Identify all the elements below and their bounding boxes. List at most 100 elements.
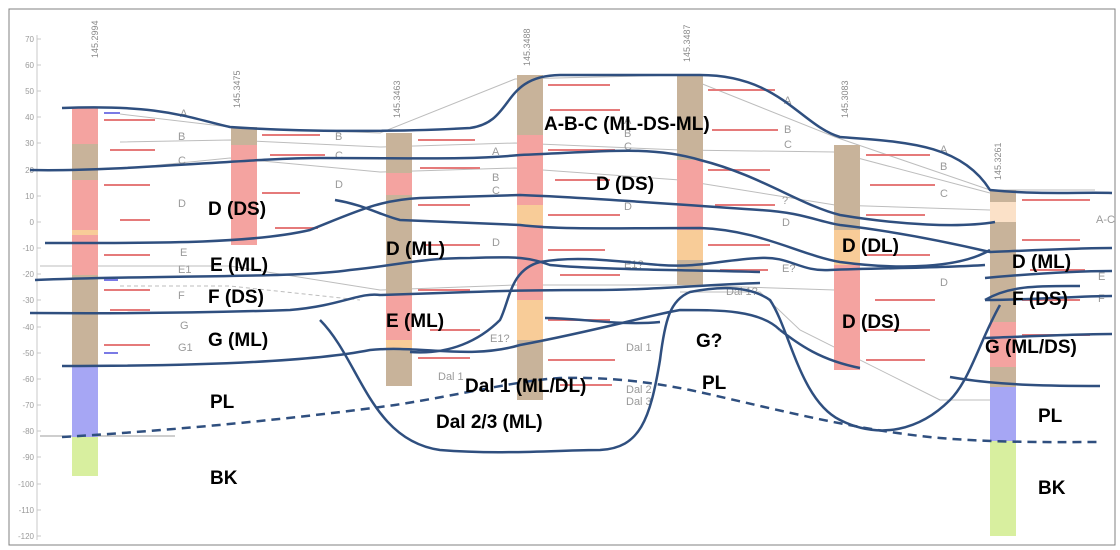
correlation-line-g-deep (319, 286, 1002, 454)
axis-tick-label: 70 (25, 35, 34, 44)
bed-letter: F (1098, 293, 1105, 305)
bed-letter: F (178, 290, 185, 302)
bed-letter: A (624, 115, 632, 127)
axis-tick: -110 (19, 506, 41, 515)
bed-letter: C (492, 185, 500, 197)
core-145-3261: 145.3261 A-C E F (990, 142, 1115, 536)
correlation-line-f-lower-right (984, 284, 1081, 302)
correlation-line-c-d (29, 149, 996, 227)
unit-label: G (ML) (208, 330, 268, 351)
unit-label: E (ML) (386, 311, 444, 332)
axis-tick: -20 (22, 270, 41, 279)
correlation-line-g-mid (779, 328, 861, 370)
unit-label: F (DS) (208, 287, 264, 308)
core-id-label: 145.3488 (522, 28, 532, 66)
unit-label: A-B-C (ML-DS-ML) (544, 114, 710, 135)
bed-letter: E1 (178, 264, 191, 276)
bed-letter: A-C (1096, 214, 1115, 226)
bed-letter: B (492, 172, 499, 184)
bed-letter: D (940, 277, 948, 289)
correlation-line-dal1-mid (544, 316, 661, 325)
bed-letter: E1? (490, 333, 510, 345)
bed-letter: G (180, 320, 189, 332)
bed-letter: D (492, 237, 500, 249)
axis-tick-label: -30 (22, 296, 34, 305)
correlation-line-d-ds-base (44, 193, 1113, 254)
axis-tick-label: 30 (25, 139, 34, 148)
axis-tick-label: -40 (22, 323, 34, 332)
core-id-label: 145.3463 (392, 80, 402, 118)
axis-tick-label: 60 (25, 61, 34, 70)
core-id-label: 145.3475 (232, 70, 242, 108)
axis-tick-label: -10 (22, 244, 34, 253)
axis-tick-label: -60 (22, 375, 34, 384)
core-145-3083: 145.3083 A B C D (834, 80, 948, 370)
axis-tick: 40 (25, 113, 41, 122)
unit-label: Dal 1 (ML/DL) (465, 376, 586, 397)
bed-letter: A (784, 95, 792, 107)
axis-tick: 0 (30, 218, 41, 227)
bed-letter: G1 (178, 342, 193, 354)
bed-letter: Dal 3 (626, 396, 652, 408)
axis-tick: -40 (22, 323, 41, 332)
bed-letter: Dal 2 (626, 384, 652, 396)
bed-letter: D (178, 198, 186, 210)
bed-letter: E? (782, 263, 795, 275)
axis-tick-label: 10 (25, 192, 34, 201)
unit-label: D (DS) (842, 312, 900, 333)
bed-letter: B (335, 131, 342, 143)
axis-tick: 60 (25, 61, 41, 70)
pl-bk-dashed-contact (61, 376, 1101, 444)
axis-tick: -30 (22, 296, 41, 305)
correlation-line-g-top (61, 308, 781, 368)
unit-label: BK (210, 468, 238, 489)
bed-letter: D (624, 201, 632, 213)
bed-letter: A (180, 108, 188, 120)
axis-tick: -60 (22, 375, 41, 384)
bed-letter: Dal 1 (626, 342, 652, 354)
bed-letter: B (784, 124, 791, 136)
axis-tick: 10 (25, 192, 41, 201)
unit-label: D (DS) (208, 199, 266, 220)
axis-tick-label: 0 (30, 218, 35, 227)
correlation-line-f-right (984, 269, 1113, 280)
depth-axis: 70 60 50 40 30 20 10 0 -10 -20 -30 -40 -… (18, 35, 41, 541)
core-145-2994: 145.2994 A B C D E E1 F G G1 (72, 20, 193, 476)
axis-tick-label: -90 (22, 453, 34, 462)
core-145-3487: 145.3487 A B C ? D E? Dal 1? (677, 24, 795, 298)
frame-border (8, 8, 1116, 546)
correlation-line-g-right (984, 332, 1113, 340)
correlation-line-upper-right-g (984, 294, 1113, 302)
unit-label: Dal 2/3 (ML) (436, 412, 543, 433)
correlation-line-dal1-top (409, 256, 986, 354)
bed-letter: A (492, 146, 500, 158)
core-id-label: 145.3487 (682, 24, 692, 62)
axis-tick: 50 (25, 87, 41, 96)
bed-letter: E (180, 247, 187, 259)
axis-tick-label: -110 (19, 506, 35, 515)
axis-tick-label: -20 (22, 270, 34, 279)
axis-tick: -120 (18, 532, 41, 541)
bed-letter: B (178, 131, 185, 143)
axis-tick-label: -70 (22, 401, 34, 410)
bed-letter: D (782, 217, 790, 229)
axis-tick: -50 (22, 349, 41, 358)
bed-letter: C (940, 188, 948, 200)
unit-label: D (DL) (842, 236, 899, 257)
unit-label: PL (1038, 406, 1063, 427)
axis-tick-label: -50 (22, 349, 34, 358)
bed-letter: D (335, 179, 343, 191)
unit-label: G (ML/DS) (985, 337, 1077, 358)
axis-tick: 70 (25, 35, 41, 44)
correlation-line-top-abc (61, 73, 1113, 195)
bed-letter: Dal 1 (438, 371, 464, 383)
unit-label: D (ML) (386, 239, 445, 260)
axis-tick: -90 (22, 453, 41, 462)
unit-label: G? (696, 331, 722, 352)
correlation-line-pl-right (949, 375, 1101, 388)
bed-letter: B (624, 128, 631, 140)
axis-tick: 30 (25, 139, 41, 148)
axis-tick-label: -80 (22, 427, 34, 436)
